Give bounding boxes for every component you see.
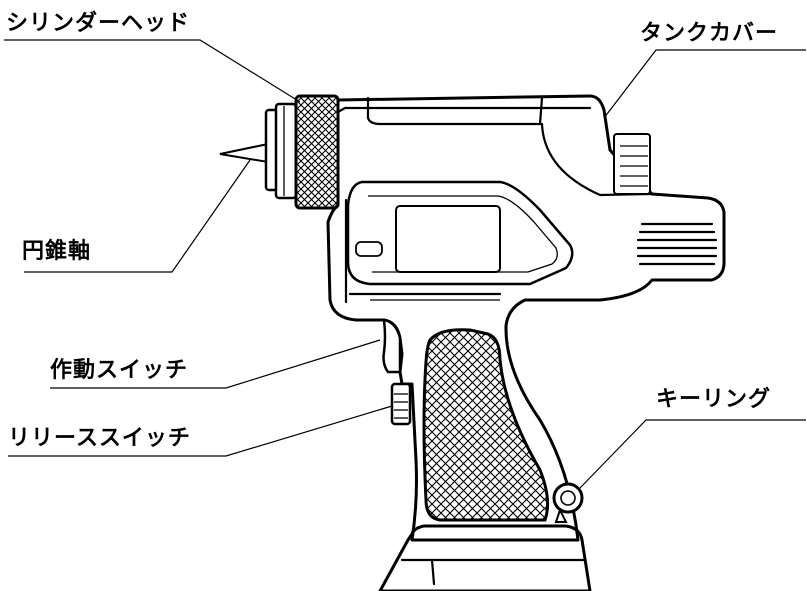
release-switch: [390, 382, 412, 426]
label-key-ring: キーリング: [656, 387, 772, 412]
cylinder-head: [264, 94, 340, 210]
cone-shaft: [219, 142, 269, 164]
tank-cover: [613, 133, 651, 195]
leader-lines: [4, 39, 806, 489]
label-cylinder-head: シリンダーヘッド: [6, 11, 191, 36]
rear-vent: [636, 222, 718, 266]
label-release-switch: リリーススイッチ: [8, 426, 191, 451]
operation-switch: [382, 318, 402, 374]
label-cone-shaft: 円錐軸: [22, 239, 92, 264]
handle-grip: [422, 328, 550, 522]
body-window: [346, 180, 574, 301]
label-operation-switch: 作動スイッチ: [50, 358, 189, 383]
label-tank-cover: タンクカバー: [640, 21, 779, 46]
key-ring: [552, 482, 584, 523]
battery-base: [378, 524, 592, 591]
